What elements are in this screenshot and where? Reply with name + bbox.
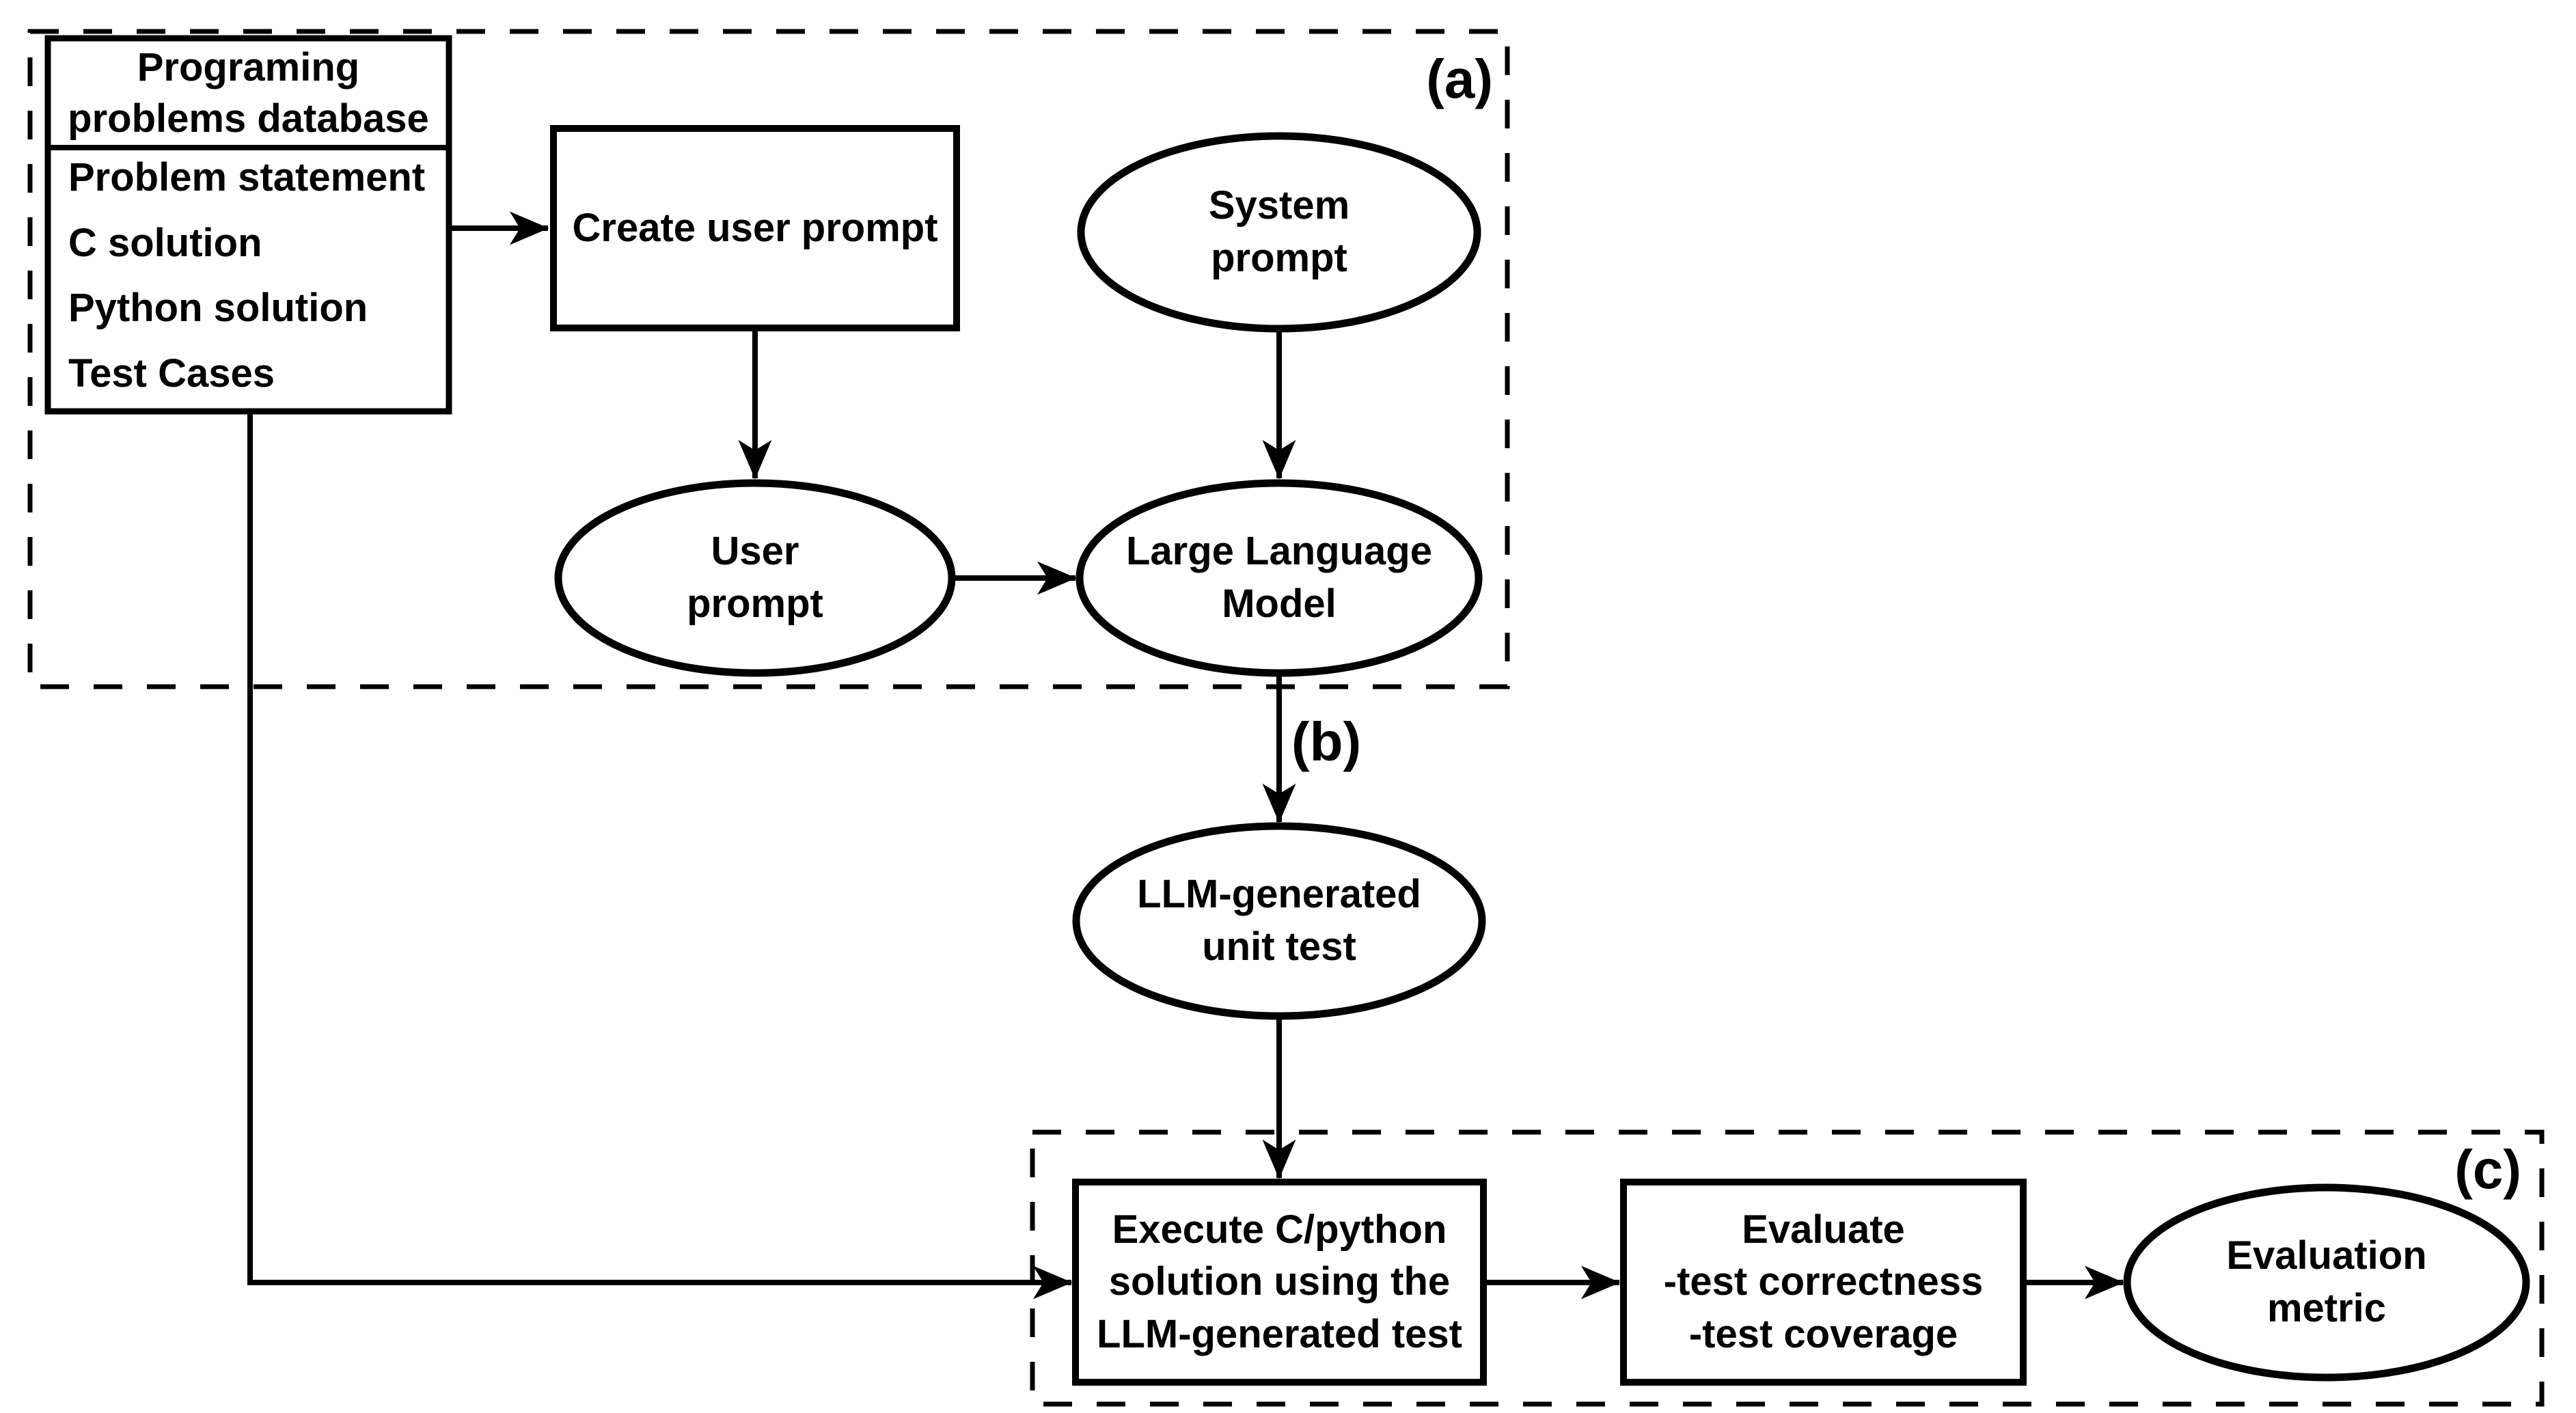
execute-box	[1072, 1179, 1487, 1386]
user-prompt-ellipse	[554, 479, 956, 677]
arrow-database-to-execute	[247, 411, 1073, 1300]
database-item-problem-statement: Problem statement	[68, 155, 426, 200]
database-item-test-cases: Test Cases	[68, 351, 275, 396]
database-item-python-solution: Python solution	[68, 286, 368, 331]
database-item-c-solution: C solution	[68, 220, 262, 265]
llm-unit-test-ellipse	[1072, 822, 1486, 1020]
llm-ellipse	[1075, 479, 1483, 677]
database-title: Programing problems database	[68, 44, 429, 141]
database-item-list: Problem statement C solution Python solu…	[68, 145, 441, 406]
create-user-prompt-box	[550, 125, 960, 331]
section-c-dashed-box	[1030, 1129, 2545, 1407]
evaluation-metric-ellipse	[2123, 1183, 2530, 1382]
evaluate-box	[1620, 1179, 2027, 1386]
system-prompt-ellipse	[1077, 132, 1481, 333]
database-box	[44, 35, 452, 415]
